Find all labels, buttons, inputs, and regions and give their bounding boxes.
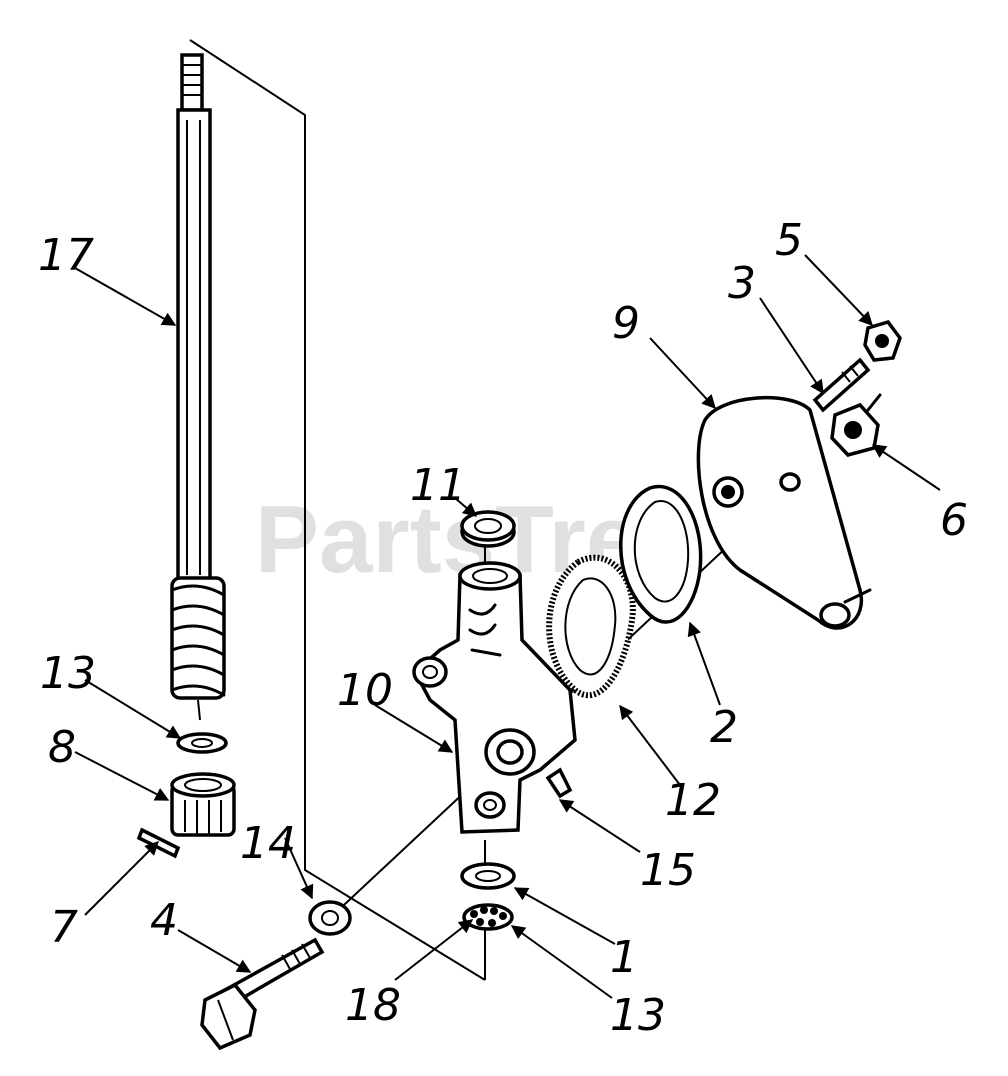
callout-8: 8 bbox=[48, 722, 76, 773]
callout-17: 17 bbox=[38, 230, 94, 281]
callout-labels: 17 13 8 7 4 14 10 11 12 2 15 1 13 18 9 3… bbox=[38, 215, 968, 1041]
callout-7: 7 bbox=[50, 902, 78, 953]
part-bolt bbox=[200, 937, 325, 1051]
callout-1: 1 bbox=[610, 932, 638, 983]
callout-3: 3 bbox=[728, 258, 756, 309]
callout-14: 14 bbox=[240, 818, 296, 869]
callout-15: 15 bbox=[640, 845, 696, 896]
part-gasket bbox=[546, 554, 636, 699]
part-housing bbox=[412, 561, 577, 834]
part-nut-small bbox=[863, 319, 902, 362]
callout-10: 10 bbox=[337, 665, 393, 716]
part-arm-plate bbox=[696, 395, 872, 630]
callout-18: 18 bbox=[345, 980, 401, 1031]
callout-12: 12 bbox=[665, 775, 721, 826]
part-washer-upper bbox=[176, 732, 228, 754]
callout-11: 11 bbox=[410, 460, 466, 511]
leader-arrows bbox=[74, 254, 941, 999]
callout-5: 5 bbox=[775, 215, 803, 266]
part-nut-large bbox=[830, 393, 882, 457]
part-shaft bbox=[170, 53, 226, 721]
callout-6: 6 bbox=[940, 495, 968, 546]
part-seal bbox=[460, 510, 516, 548]
callout-13-upper: 13 bbox=[40, 648, 96, 699]
part-ball-bearings bbox=[462, 903, 514, 931]
part-stud bbox=[812, 357, 871, 413]
part-washer-bottom bbox=[460, 862, 516, 890]
part-plate-ring bbox=[619, 484, 703, 624]
callout-2: 2 bbox=[710, 702, 738, 753]
callout-9: 9 bbox=[612, 298, 640, 349]
part-adjuster-nut bbox=[170, 772, 236, 837]
callout-13-lower: 13 bbox=[610, 990, 666, 1041]
part-grease-fitting bbox=[545, 767, 573, 799]
part-washer-14 bbox=[308, 900, 352, 936]
callout-4: 4 bbox=[150, 895, 178, 946]
worm-gear bbox=[170, 576, 226, 700]
